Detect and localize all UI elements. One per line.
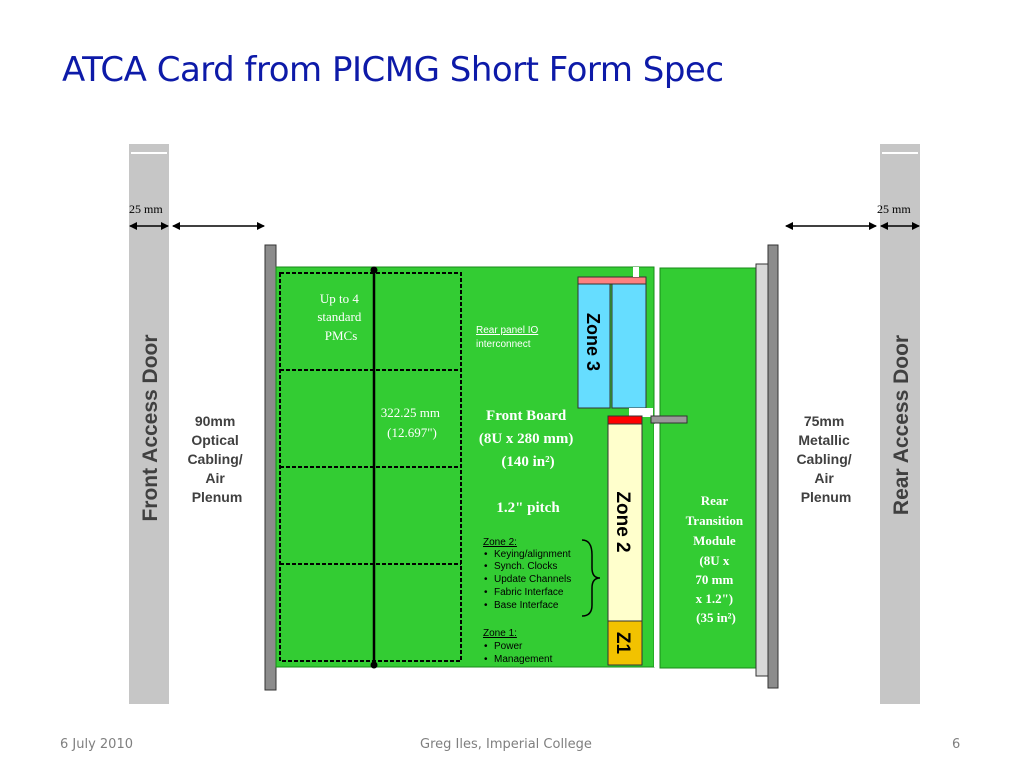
- svg-text:•: •: [484, 654, 488, 665]
- front-gap-label: 25 mm: [129, 202, 163, 216]
- footer-author: Greg Iles, Imperial College: [420, 737, 592, 752]
- zone1-item: Power: [494, 641, 523, 652]
- height-dimension-bottom: [370, 661, 378, 669]
- rear-gap-label: 25 mm: [877, 202, 911, 216]
- svg-text:•: •: [484, 549, 488, 560]
- zone2-item: Base Interface: [494, 600, 559, 611]
- zone2-items: • Keying/alignment • Synch. Clocks • Update…: [484, 549, 571, 611]
- svg-text:•: •: [484, 574, 488, 585]
- board-divider: [654, 424, 660, 667]
- zone2-item: Synch. Clocks: [494, 561, 557, 572]
- zone2-item: Fabric Interface: [494, 587, 564, 598]
- page-title: ATCA Card from PICMG Short Form Spec: [62, 50, 724, 90]
- footer-page-number: 6: [952, 737, 961, 752]
- rtm-label: Rear Transition Module (8U x 70 mm x 1.2…: [686, 493, 747, 625]
- rear-access-door: [880, 144, 920, 704]
- zone1-description: Zone 1:: [483, 628, 517, 639]
- zone1-label: Z1: [612, 632, 633, 655]
- zone3-connector-rear: [611, 283, 647, 409]
- rtm-latch: [650, 415, 688, 424]
- pmc-regions: [279, 272, 462, 662]
- rear-transition-module: [659, 267, 757, 669]
- zone2-connector: [607, 423, 643, 622]
- zone2-item: Keying/alignment: [494, 549, 571, 560]
- rear-io-label: Rear panel IO interconnect: [476, 325, 541, 350]
- rear-plenum-label: 75mm Metallic Cabling/ Air Plenum: [796, 413, 855, 505]
- front-board-label: Front Board (8U x 280 mm) (140 in²): [479, 408, 577, 470]
- zone1-connector: [607, 620, 643, 666]
- svg-text:•: •: [484, 561, 488, 572]
- footer-date: 6 July 2010: [60, 737, 133, 752]
- svg-text:•: •: [484, 641, 488, 652]
- front-plenum-label: 90mm Optical Cabling/ Air Plenum: [187, 413, 246, 505]
- front-door-label: Front Access Door: [139, 334, 162, 521]
- height-label: 322.25 mm (12.697"): [381, 405, 443, 440]
- zone2-label: Zone 2: [612, 491, 633, 552]
- pitch-label: 1.2" pitch: [496, 500, 560, 516]
- zone3-connector: [577, 283, 611, 409]
- svg-text:•: •: [484, 600, 488, 611]
- zone2-item: Update Channels: [494, 574, 571, 585]
- height-dimension-top: [370, 266, 378, 274]
- pmc-label: Up to 4 standard PMCs: [317, 291, 364, 343]
- rear-door-label: Rear Access Door: [890, 335, 913, 515]
- zone1-item: Management: [494, 654, 553, 665]
- front-faceplate: [264, 244, 277, 691]
- rtm-faceplate-inner: [755, 263, 769, 677]
- zone2-brace: [581, 539, 601, 617]
- svg-text:•: •: [484, 587, 488, 598]
- rear-faceplate: [767, 244, 779, 689]
- board-top-notch: [633, 267, 639, 277]
- front-access-door: [129, 144, 169, 704]
- zone3-label: Zone 3: [583, 313, 603, 371]
- zone2-key: [607, 415, 643, 425]
- zone1-items: • Power • Management: [484, 641, 553, 665]
- board-gap-notch: [629, 408, 653, 417]
- zone3-top-bar: [577, 276, 647, 285]
- zone2-description: Zone 2:: [483, 537, 517, 548]
